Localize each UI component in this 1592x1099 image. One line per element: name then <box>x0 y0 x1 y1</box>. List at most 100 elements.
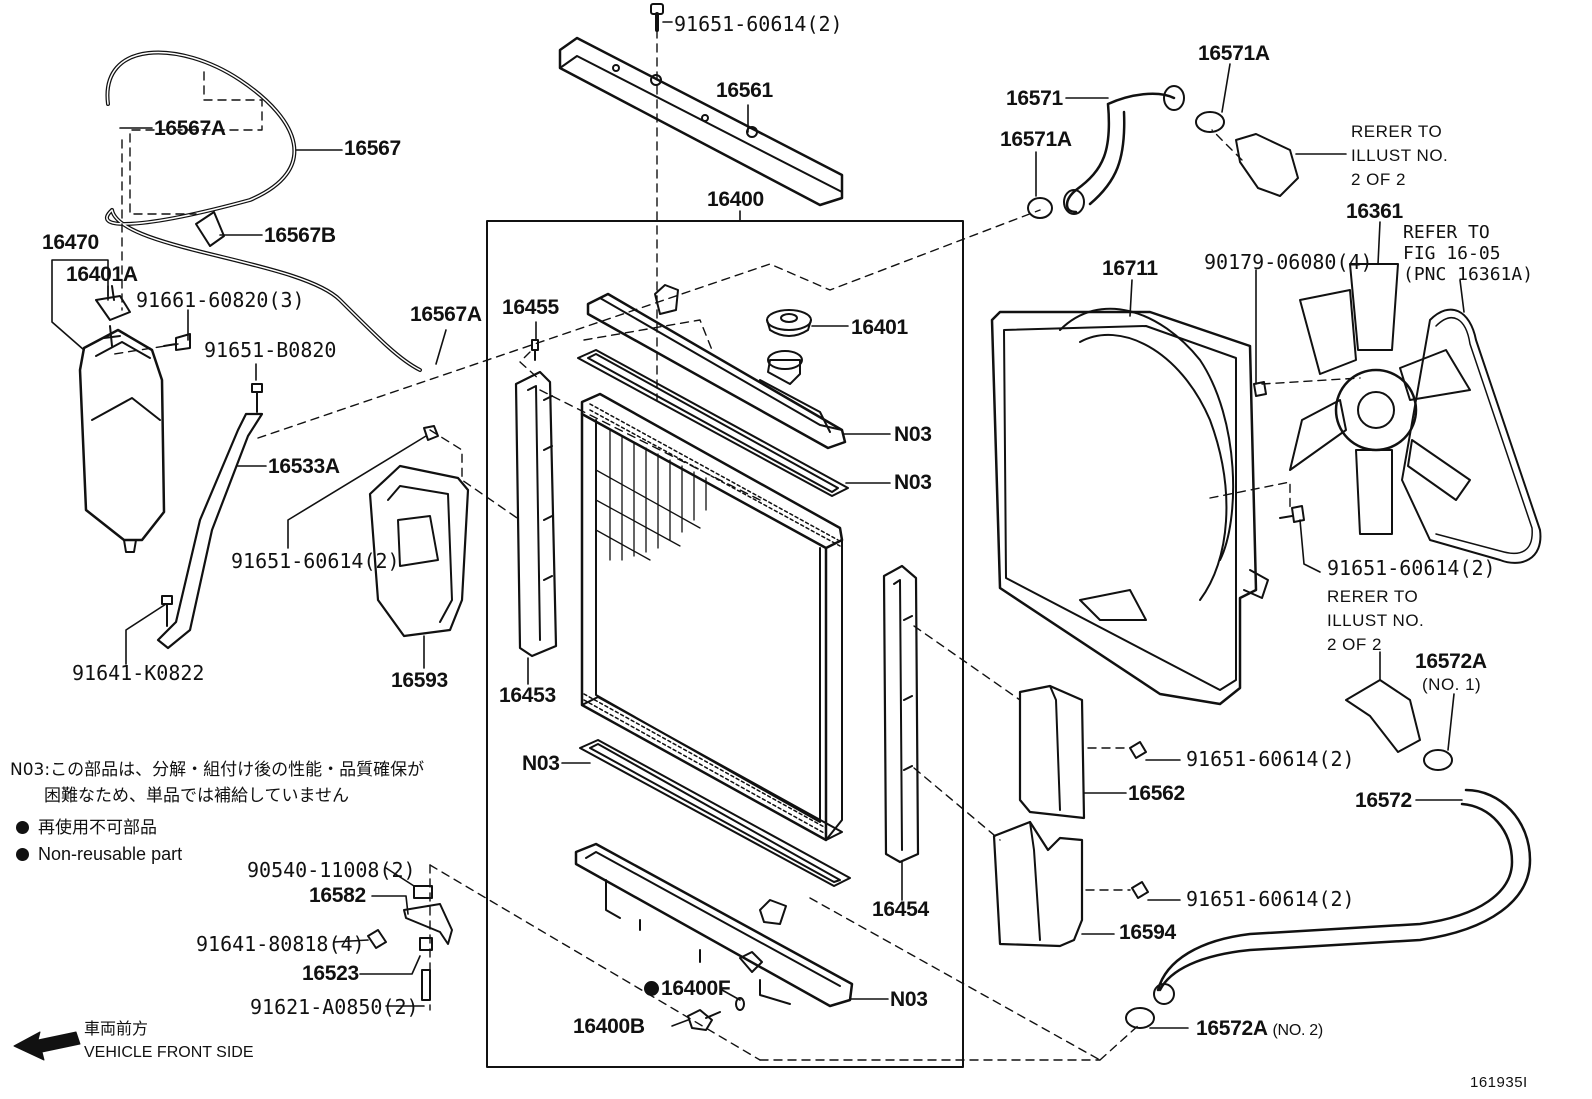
label-16455: 16455 <box>502 296 559 319</box>
label-16571: 16571 <box>1006 87 1063 110</box>
radiator-lower-tank <box>574 842 854 1008</box>
radiator-upper-tank <box>586 284 847 450</box>
front-label-en: VEHICLE FRONT SIDE <box>84 1044 254 1061</box>
label-16567: 16567 <box>344 137 401 160</box>
small-bolts <box>161 333 1305 1001</box>
reservoir-16470 <box>78 325 166 553</box>
water-outlet <box>1235 133 1299 197</box>
clamp-16571A-1 <box>1195 111 1225 133</box>
label-bolt-top: 91651-60614(2) <box>674 12 843 36</box>
air-guide-16594 <box>992 820 1084 948</box>
label-16572A-top: 16572A <box>1415 650 1487 673</box>
label-16562: 16562 <box>1128 782 1185 805</box>
label-16470: 16470 <box>42 231 99 254</box>
label-16567B: 16567B <box>264 224 336 247</box>
bolt-top <box>650 3 664 32</box>
label-16561: 16561 <box>716 79 773 102</box>
label-16453: 16453 <box>499 684 556 707</box>
label-16571A-mid: 16571A <box>1000 128 1072 151</box>
air-guide-16562 <box>1018 684 1086 820</box>
side-bracket-16453 <box>514 370 558 658</box>
label-91621-A0850: 91621-A0850(2) <box>250 995 419 1019</box>
label-90540-11008: 90540-11008(2) <box>247 858 416 882</box>
label-N03-d: N03 <box>890 988 928 1011</box>
label-16572A-bot-text: 16572A <box>1196 1017 1267 1040</box>
label-16361: 16361 <box>1346 200 1403 223</box>
label-91651-60614-fan: 91651-60614(2) <box>1327 556 1496 580</box>
bracket-16582 <box>403 903 453 945</box>
note-nonreusable-jp: 再使用不可部品 <box>16 815 157 841</box>
radiator-core <box>580 392 844 842</box>
nonreusable-mark <box>644 981 659 996</box>
label-91641-K0822: 91641-K0822 <box>72 661 205 685</box>
label-16454: 16454 <box>872 898 929 921</box>
gasket-upper <box>577 349 849 497</box>
label-16593: 16593 <box>391 669 448 692</box>
label-16400F-text: 16400F <box>661 977 731 1000</box>
label-16567A-top: 16567A <box>154 117 226 140</box>
dashed-lines <box>113 29 1361 1061</box>
overflow-hose-16567 <box>104 50 422 372</box>
bracket-16533A <box>156 412 264 650</box>
bullet-icon <box>16 821 29 834</box>
label-N03-b: N03 <box>894 471 932 494</box>
radiator-cap-16401 <box>766 309 812 337</box>
gasket-lower <box>579 739 851 887</box>
label-91651-B0820: 91651-B0820 <box>204 338 337 362</box>
hose-16572 <box>1156 788 1532 992</box>
radiator-group-box <box>486 220 964 1068</box>
label-16400: 16400 <box>707 188 764 211</box>
hose-16571 <box>1065 92 1176 214</box>
fan-belt <box>1401 308 1542 564</box>
side-bracket-16454 <box>882 564 920 864</box>
clamp-16571A-2 <box>1027 197 1053 219</box>
label-16533A: 16533A <box>268 455 340 478</box>
ref-note-inlet: RERER TO ILLUST NO. 2 OF 2 <box>1327 587 1425 654</box>
label-16401A: 16401A <box>66 263 138 286</box>
label-16401: 16401 <box>851 316 908 339</box>
label-16572A-no2: (NO. 2) <box>1272 1022 1324 1039</box>
label-91651-60614-left: 91651-60614(2) <box>231 549 400 573</box>
label-91651-60614-r2: 91651-60614(2) <box>1186 887 1355 911</box>
note-n03: N03:この部品は、分解・組付け後の性能・品質確保が 困難なため、単品では補給し… <box>10 760 425 806</box>
label-16582: 16582 <box>309 884 366 907</box>
label-91651-60614-r1: 91651-60614(2) <box>1186 747 1355 771</box>
clamp-16572A-2 <box>1125 1007 1155 1029</box>
ref-note-fan: REFER TO FIG 16-05 (PNC 16361A) <box>1403 222 1534 285</box>
oring-16400F <box>735 997 745 1011</box>
label-16571A-top: 16571A <box>1198 42 1270 65</box>
drain-plug-16400B <box>687 1009 721 1031</box>
label-16572A-no1: (NO. 1) <box>1422 675 1482 694</box>
label-16572: 16572 <box>1355 789 1412 812</box>
label-N03-a: N03 <box>894 423 932 446</box>
reservoir-cap-16401A <box>95 285 131 321</box>
front-arrow <box>13 1031 81 1061</box>
clamp-16567B <box>195 211 225 247</box>
note-nonreusable-jp-text: 再使用不可部品 <box>38 818 157 838</box>
label-91641-80818: 91641-80818(4) <box>196 932 365 956</box>
label-16594: 16594 <box>1119 921 1176 944</box>
fan-shroud-16711 <box>990 307 1269 706</box>
label-16572A-bot: 16572A (NO. 2) <box>1196 1018 1323 1042</box>
water-inlet <box>1345 679 1421 753</box>
label-91661-60820: 91661-60820(3) <box>136 288 305 312</box>
note-nonreusable-en: Non-reusable part <box>16 841 182 867</box>
label-N03-c: N03 <box>522 752 560 775</box>
label-16523: 16523 <box>302 962 359 985</box>
label-90179-06080: 90179-06080(4) <box>1204 250 1373 274</box>
bullet-icon <box>16 848 29 861</box>
front-label-jp: 車両前方 <box>84 1019 149 1038</box>
leader-lines <box>51 21 1465 1029</box>
radiator-support-16561 <box>558 36 844 207</box>
air-guide-16593 <box>368 464 470 638</box>
label-16400B: 16400B <box>573 1015 645 1038</box>
ref-note-outlet: RERER TO ILLUST NO. 2 OF 2 <box>1351 122 1449 189</box>
figure-number: 161935I <box>1470 1074 1528 1091</box>
fan-16361 <box>1289 263 1471 535</box>
clamp-16572A-1 <box>1423 749 1453 771</box>
label-16400F: 16400F <box>644 977 731 1000</box>
label-16711: 16711 <box>1102 257 1158 280</box>
note-nonreusable-en-text: Non-reusable part <box>38 844 183 864</box>
